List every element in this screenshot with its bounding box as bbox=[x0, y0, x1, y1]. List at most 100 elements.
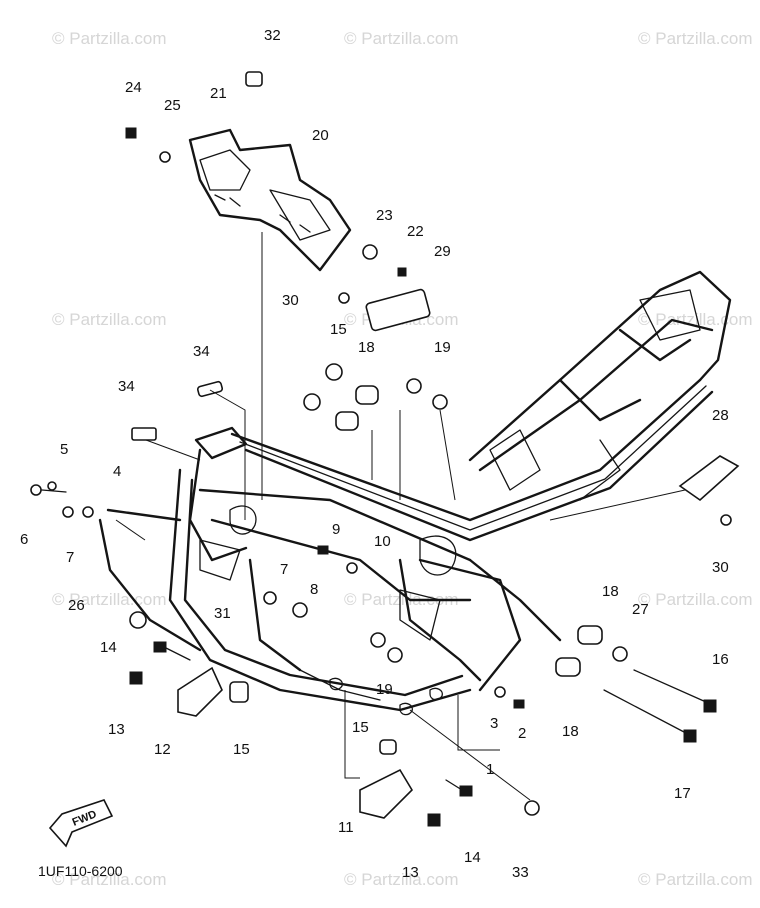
damper-18 bbox=[555, 657, 581, 677]
collar-19 bbox=[432, 394, 448, 410]
watermark: © Partzilla.com bbox=[344, 29, 459, 48]
callout-27[interactable]: 27 bbox=[632, 601, 649, 618]
nut-23 bbox=[362, 244, 378, 260]
callout-18[interactable]: 18 bbox=[602, 583, 619, 600]
callout-34[interactable]: 34 bbox=[118, 378, 135, 395]
damper-18 bbox=[355, 385, 379, 405]
collar-26 bbox=[129, 611, 147, 629]
washer-27 bbox=[612, 646, 628, 662]
grommet-15 bbox=[303, 393, 321, 411]
washer-7 bbox=[263, 591, 277, 605]
washer-7 bbox=[62, 506, 74, 518]
bolt-24 bbox=[125, 127, 137, 139]
forward-arrow: FWD bbox=[48, 799, 114, 848]
callout-33[interactable]: 33 bbox=[512, 864, 529, 881]
callout-4[interactable]: 4 bbox=[113, 463, 121, 480]
plate-28 bbox=[678, 455, 740, 502]
grommet-15 bbox=[229, 681, 249, 703]
callout-28[interactable]: 28 bbox=[712, 407, 729, 424]
bolt-16 bbox=[703, 699, 717, 713]
bolt-22 bbox=[397, 267, 407, 277]
watermark: © Partzilla.com bbox=[638, 590, 753, 609]
callout-17[interactable]: 17 bbox=[674, 785, 691, 802]
washer-7 bbox=[82, 506, 94, 518]
bracket-11 bbox=[359, 768, 414, 819]
rubber-strip-29 bbox=[365, 288, 431, 332]
callout-32[interactable]: 32 bbox=[264, 27, 281, 44]
watermark: © Partzilla.com bbox=[52, 29, 167, 48]
callout-18[interactable]: 18 bbox=[358, 339, 375, 356]
bolt-5 bbox=[47, 481, 57, 491]
callout-19[interactable]: 19 bbox=[376, 681, 393, 698]
callout-15[interactable]: 15 bbox=[330, 321, 347, 338]
bolt-14 bbox=[459, 785, 473, 797]
washer-10 bbox=[346, 562, 358, 574]
watermark: © Partzilla.com bbox=[52, 310, 167, 329]
pad-34 bbox=[131, 427, 157, 441]
callout-25[interactable]: 25 bbox=[164, 97, 181, 114]
screw-30 bbox=[338, 292, 350, 304]
callout-13[interactable]: 13 bbox=[402, 864, 419, 881]
callout-5[interactable]: 5 bbox=[60, 441, 68, 458]
washer-25 bbox=[159, 151, 171, 163]
callout-24[interactable]: 24 bbox=[125, 79, 142, 96]
callout-13[interactable]: 13 bbox=[108, 721, 125, 738]
callout-19[interactable]: 19 bbox=[434, 339, 451, 356]
callout-20[interactable]: 20 bbox=[312, 127, 329, 144]
collar-19 bbox=[406, 378, 422, 394]
callout-21[interactable]: 21 bbox=[210, 85, 227, 102]
collar-32 bbox=[245, 71, 263, 87]
bolt-13 bbox=[427, 813, 441, 827]
callout-11[interactable]: 11 bbox=[338, 819, 354, 836]
bolt-33 bbox=[524, 800, 540, 816]
watermark: © Partzilla.com bbox=[638, 870, 753, 889]
callout-15[interactable]: 15 bbox=[352, 719, 369, 736]
collar-19 bbox=[370, 632, 386, 648]
watermark: © Partzilla.com bbox=[638, 29, 753, 48]
diagram-code: 1UF110-6200 bbox=[38, 863, 123, 879]
callout-30[interactable]: 30 bbox=[712, 559, 729, 576]
callout-2[interactable]: 2 bbox=[518, 725, 526, 742]
callout-22[interactable]: 22 bbox=[407, 223, 424, 240]
grommet-15 bbox=[325, 363, 343, 381]
bolt-2 bbox=[513, 699, 525, 709]
callout-6[interactable]: 6 bbox=[20, 531, 28, 548]
small-parts bbox=[30, 71, 740, 827]
callout-14[interactable]: 14 bbox=[100, 639, 117, 656]
callout-7[interactable]: 7 bbox=[280, 561, 288, 578]
callout-23[interactable]: 23 bbox=[376, 207, 393, 224]
callout-26[interactable]: 26 bbox=[68, 597, 85, 614]
callout-8[interactable]: 8 bbox=[310, 581, 318, 598]
bolt-13 bbox=[129, 671, 143, 685]
callout-16[interactable]: 16 bbox=[712, 651, 729, 668]
callout-15[interactable]: 15 bbox=[233, 741, 250, 758]
damper-18 bbox=[335, 411, 359, 431]
callout-1[interactable]: 1 bbox=[486, 761, 494, 778]
screw-30 bbox=[720, 514, 732, 526]
callout-30[interactable]: 30 bbox=[282, 292, 299, 309]
collar-19 bbox=[387, 647, 403, 663]
callout-18[interactable]: 18 bbox=[562, 723, 579, 740]
callout-labels: 32 24 25 21 20 23 22 29 30 15 18 19 34 3… bbox=[20, 27, 729, 881]
main-frame bbox=[98, 270, 732, 716]
damper-18 bbox=[577, 625, 603, 645]
bolt-9 bbox=[317, 545, 329, 555]
bolt-6 bbox=[30, 484, 42, 496]
callout-7[interactable]: 7 bbox=[66, 549, 74, 566]
callout-3[interactable]: 3 bbox=[490, 715, 498, 732]
callout-12[interactable]: 12 bbox=[154, 741, 171, 758]
nut-8 bbox=[292, 602, 308, 618]
callout-9[interactable]: 9 bbox=[332, 521, 340, 538]
callout-34[interactable]: 34 bbox=[193, 343, 210, 360]
callout-14[interactable]: 14 bbox=[464, 849, 481, 866]
washer-3 bbox=[494, 686, 506, 698]
watermarks: © Partzilla.com © Partzilla.com © Partzi… bbox=[52, 29, 753, 889]
callout-31[interactable]: 31 bbox=[214, 605, 231, 622]
bolt-17 bbox=[683, 729, 697, 743]
leader-lines bbox=[115, 232, 686, 801]
callout-29[interactable]: 29 bbox=[434, 243, 451, 260]
watermark: © Partzilla.com bbox=[52, 870, 167, 889]
callout-10[interactable]: 10 bbox=[374, 533, 391, 550]
